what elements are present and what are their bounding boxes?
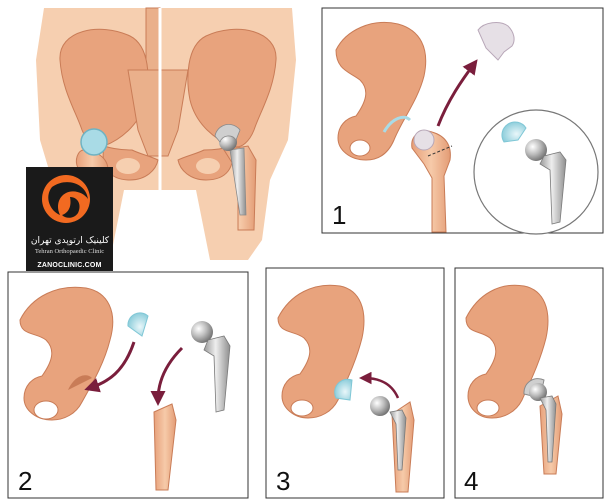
panel-2-ball bbox=[191, 321, 213, 343]
panel-2-stem bbox=[203, 335, 231, 413]
panel-2-obturator bbox=[33, 400, 59, 420]
panel-1-removed-head bbox=[477, 22, 515, 61]
panel-1-cut-line bbox=[427, 145, 453, 157]
right-implant-cup bbox=[214, 124, 241, 143]
panel-2: 2 bbox=[7, 271, 249, 499]
left-obturator bbox=[116, 158, 140, 174]
panel-1-femoral-head bbox=[413, 129, 435, 151]
panel-3-cup bbox=[334, 378, 353, 401]
clinic-name-english: Tehran Orthopaedic Clinic bbox=[34, 248, 105, 255]
panel-1-obturator bbox=[349, 139, 371, 157]
clinic-logo-icon bbox=[42, 175, 90, 223]
panel-2-femur bbox=[153, 403, 177, 491]
right-implant-stem bbox=[229, 147, 247, 216]
panel-1-acetabulum bbox=[382, 115, 412, 133]
panel-3-ball bbox=[370, 396, 390, 416]
right-ilium bbox=[187, 28, 277, 148]
right-implant-hip bbox=[214, 124, 257, 231]
panel-1-ilium bbox=[335, 22, 427, 161]
panel-3-arrow bbox=[359, 371, 400, 399]
panel-2-arrow-cup bbox=[84, 341, 136, 393]
panel-4: 4 bbox=[454, 267, 604, 499]
panel-1-arrow bbox=[436, 59, 478, 127]
clinic-name-persian: کلینیک ارتوپدی تهران bbox=[30, 236, 110, 246]
panel-3: 3 bbox=[265, 267, 445, 499]
panel-4-number: 4 bbox=[464, 466, 478, 496]
panel-4-obturator bbox=[476, 399, 500, 417]
panel-1-cup bbox=[501, 121, 527, 143]
left-ilium bbox=[59, 28, 149, 148]
panel-3-stem bbox=[389, 409, 407, 471]
panel-4-stem bbox=[539, 395, 557, 463]
panel-1-ball bbox=[525, 139, 547, 161]
sacrum bbox=[127, 69, 189, 157]
panel-1-implant-callout bbox=[473, 109, 599, 235]
panel-4-ball bbox=[529, 383, 547, 401]
panel-1: 1 bbox=[321, 7, 604, 235]
panel-2-arrow-stem bbox=[150, 346, 184, 406]
clinic-website[interactable]: ZANOCLINIC.COM bbox=[37, 262, 102, 269]
clinic-logo bbox=[26, 167, 113, 271]
panel-3-obturator bbox=[290, 399, 314, 417]
panel-1-stem bbox=[539, 151, 567, 225]
panel-2-number: 2 bbox=[18, 466, 32, 496]
panel-1-number: 1 bbox=[332, 200, 346, 230]
panel-3-number: 3 bbox=[276, 466, 290, 496]
left-femoral-head bbox=[80, 128, 108, 156]
right-obturator bbox=[196, 158, 220, 174]
panel-2-cup bbox=[127, 312, 149, 337]
